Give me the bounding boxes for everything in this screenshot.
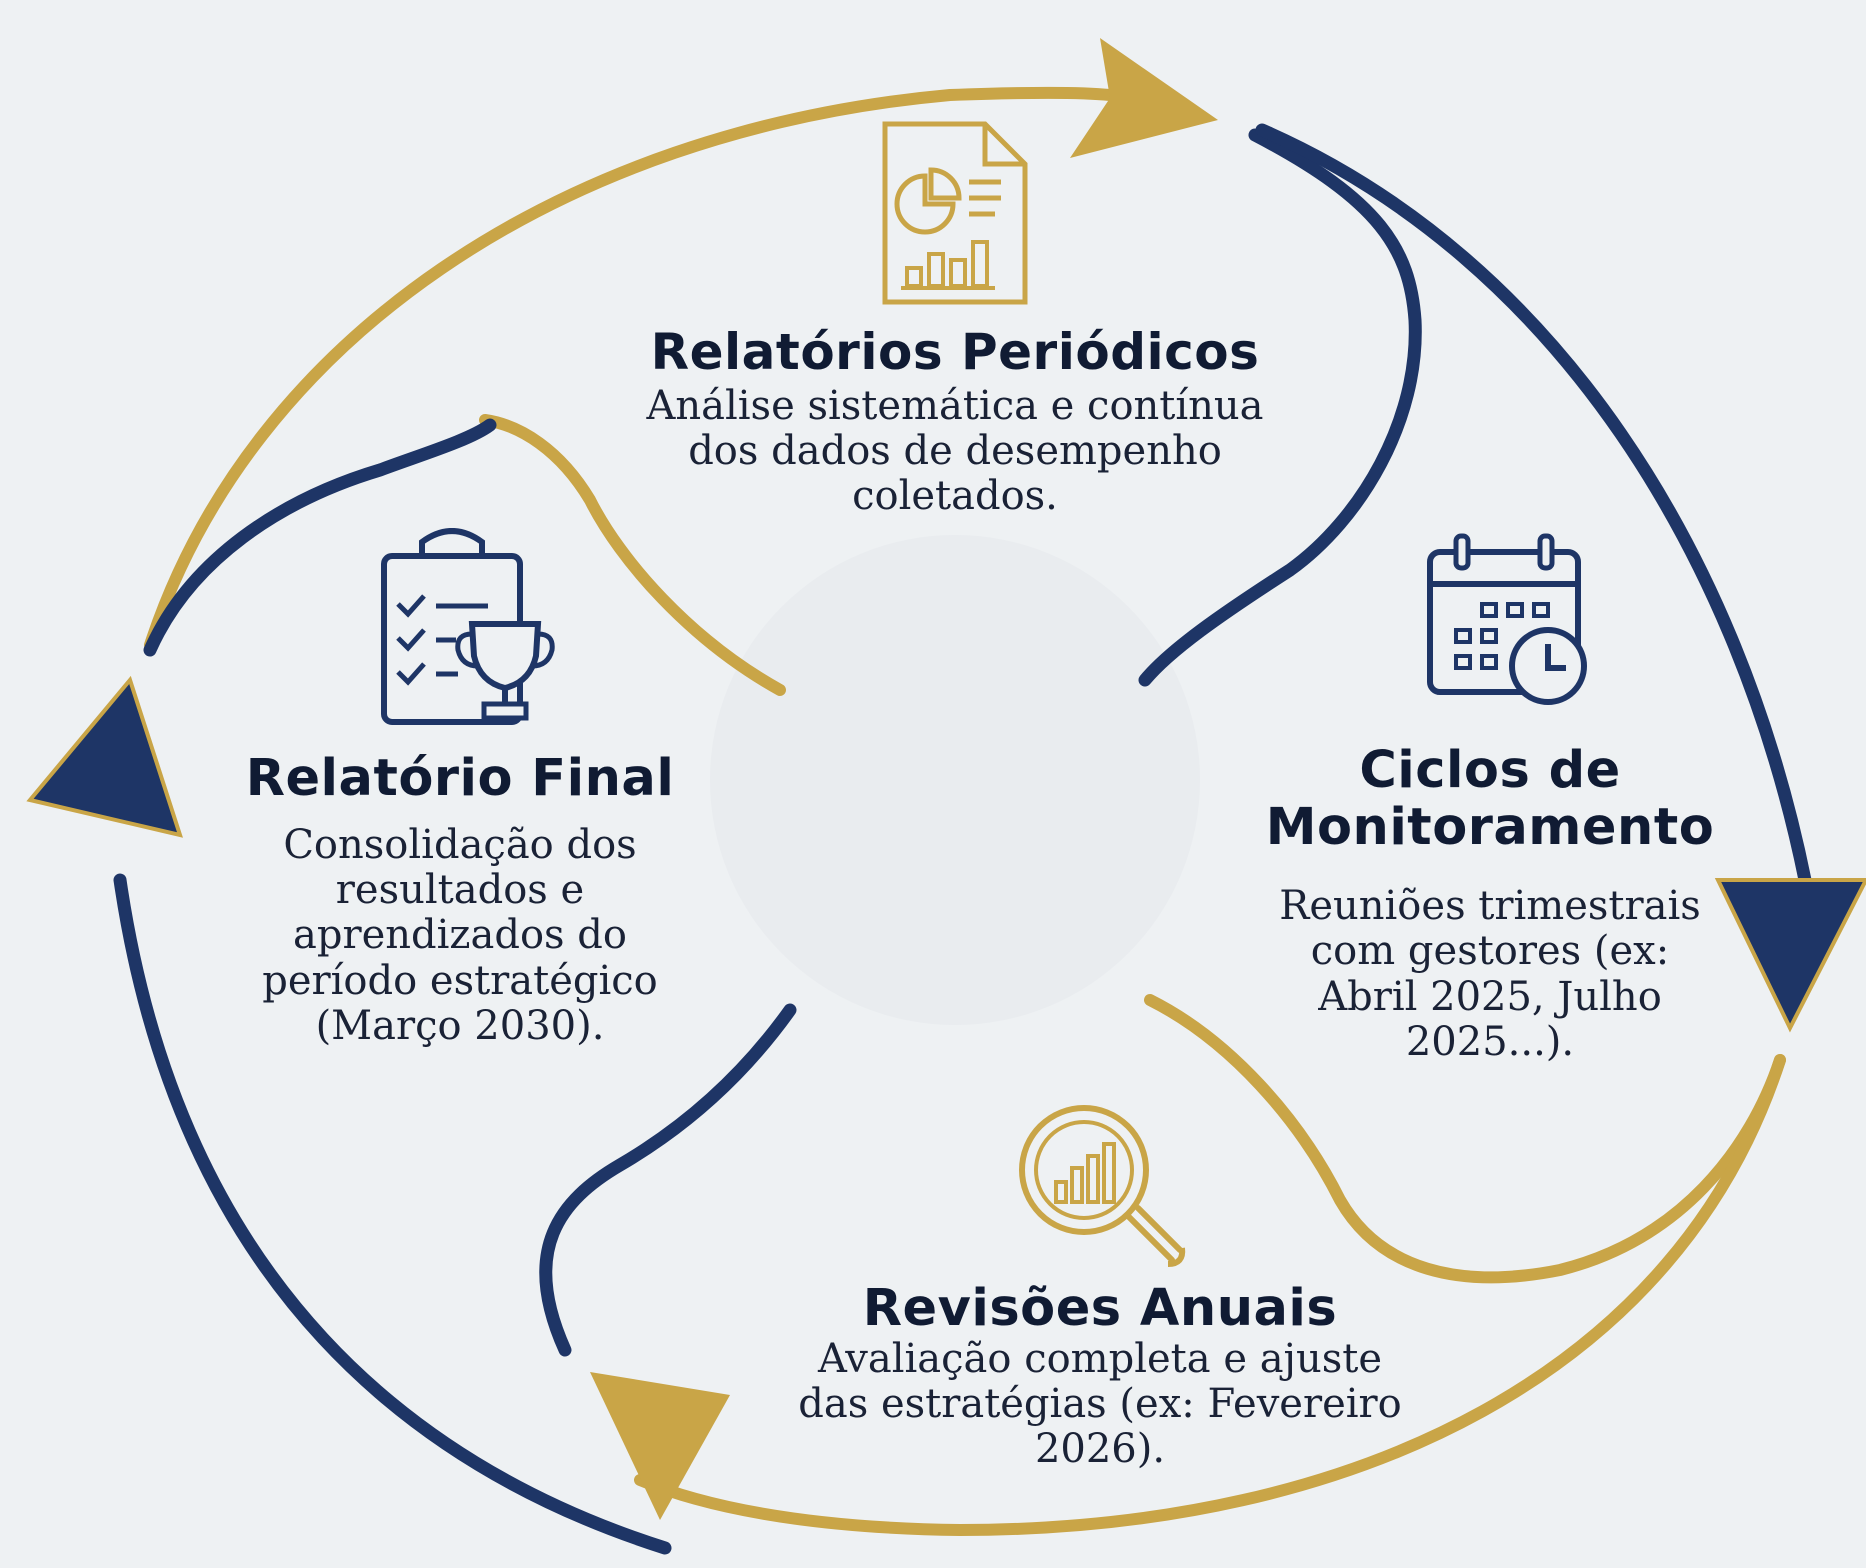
arrow-gold-top — [144, 86, 1116, 651]
stage-title: Ciclos de Monitoramento — [1265, 741, 1715, 858]
stage-monitoring: Ciclos de Monitoramento Reuniões trimest… — [1225, 532, 1755, 1065]
calendar-clock-icon — [1427, 533, 1587, 705]
arrowhead-gold-top — [1070, 38, 1218, 158]
stage-title: Relatórios Periódicos — [650, 323, 1260, 381]
stage-description: Consolidação dos resultados e aprendizad… — [262, 822, 658, 1049]
center-disc — [710, 535, 1200, 1025]
swirl-gold-right — [1144, 994, 1786, 1284]
swirl-gold-left — [479, 414, 786, 696]
stage-description: Reuniões trimestrais com gestores (ex: A… — [1279, 883, 1701, 1065]
stage-final: Relatório Final Consolidação dos resulta… — [220, 528, 700, 1049]
stage-title: Relatório Final — [245, 749, 675, 808]
arrowhead-gold-bottom — [590, 1372, 730, 1520]
arrow-navy-left — [113, 873, 672, 1555]
stage-description: Avaliação completa e ajuste das estratég… — [798, 1336, 1402, 1473]
swirl-navy-upper-left — [143, 418, 497, 657]
stage-annual: Revisões Anuais Avaliação completa e aju… — [750, 1098, 1450, 1473]
arrow-gold-bottom — [634, 1054, 1786, 1537]
stage-reports: Relatórios Periódicos Análise sistemátic… — [600, 118, 1310, 520]
stage-title: Revisões Anuais — [862, 1279, 1338, 1338]
swirl-navy-left — [539, 1003, 797, 1357]
checklist-trophy-icon — [381, 528, 555, 725]
stage-description: Análise sistemática e contínua dos dados… — [646, 383, 1264, 520]
arrowhead-navy-left — [26, 675, 183, 838]
arrow-navy-outer-right — [1255, 123, 1812, 887]
report-document-icon — [882, 121, 1028, 305]
arrow-navy-right — [1138, 128, 1422, 687]
arrowhead-navy-right — [1714, 878, 1866, 1033]
magnifier-chart-icon — [1019, 1105, 1186, 1267]
